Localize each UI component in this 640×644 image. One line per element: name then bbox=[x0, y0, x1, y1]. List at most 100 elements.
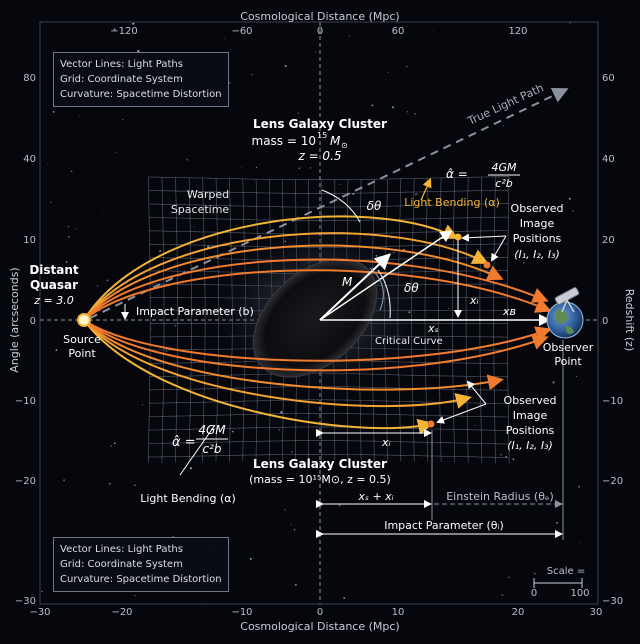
left-tick: −30 bbox=[15, 596, 36, 607]
star bbox=[251, 73, 253, 76]
star bbox=[132, 22, 135, 25]
bottom-tick: 30 bbox=[590, 607, 603, 618]
star bbox=[512, 458, 515, 460]
true-light-path-line bbox=[89, 87, 569, 319]
left-tick: 10 bbox=[23, 235, 36, 246]
star bbox=[284, 509, 286, 511]
light-path-4 bbox=[83, 258, 549, 321]
left-tick: 80 bbox=[23, 73, 36, 84]
observed-bottom-3: Positions bbox=[506, 424, 555, 437]
light-path-5 bbox=[83, 269, 552, 321]
star bbox=[228, 82, 231, 84]
observed-top-3: Positions bbox=[513, 232, 562, 245]
star bbox=[290, 524, 292, 526]
bottom-tick: −10 bbox=[231, 607, 252, 618]
right-tick: 40 bbox=[602, 154, 615, 165]
star bbox=[224, 37, 225, 39]
star bbox=[577, 485, 581, 488]
star bbox=[500, 453, 502, 456]
top-axis-title: Cosmological Distance (Mpc) bbox=[240, 10, 399, 23]
star bbox=[134, 594, 136, 597]
star bbox=[159, 250, 161, 252]
xs-plus-xi: xₛ + xᵢ bbox=[357, 490, 393, 503]
impact-param-bottom: Impact Parameter (θᵢ) bbox=[384, 519, 504, 532]
source-point bbox=[77, 313, 91, 327]
left-tick: 40 bbox=[23, 154, 36, 165]
legend-top-line-1: Vector Lines: Light Paths bbox=[60, 59, 183, 70]
scale-0: 0 bbox=[531, 588, 537, 599]
star bbox=[579, 541, 581, 543]
star bbox=[404, 26, 406, 27]
grid-line bbox=[148, 176, 151, 463]
star bbox=[294, 583, 297, 586]
lens-mass-unit: M bbox=[330, 134, 341, 148]
xi-label-bottom: xᵢ bbox=[381, 436, 391, 449]
lens-title-bottom: Lens Galaxy Cluster bbox=[253, 457, 387, 471]
star bbox=[143, 198, 145, 200]
top-tick: 60 bbox=[392, 26, 405, 37]
legend-bottom-line-3: Curvature: Spacetime Distortion bbox=[60, 574, 222, 585]
star bbox=[41, 590, 43, 593]
bottom-axis-title: Cosmological Distance (Mpc) bbox=[240, 620, 399, 633]
alpha-hat-top: α̂ = bbox=[446, 167, 468, 181]
bottom-tick: −20 bbox=[111, 607, 132, 618]
star bbox=[256, 166, 258, 168]
observed-bottom-2: Image bbox=[513, 409, 548, 422]
right-tick: 60 bbox=[602, 73, 615, 84]
star bbox=[343, 597, 346, 599]
grid-line bbox=[175, 177, 179, 463]
m-label: M bbox=[342, 275, 353, 289]
top-tick: −120 bbox=[110, 26, 137, 37]
star bbox=[278, 428, 281, 431]
lens-galaxy bbox=[252, 258, 378, 378]
right-tick: −30 bbox=[602, 596, 623, 607]
formula-den-bottom: c²b bbox=[202, 442, 221, 456]
star bbox=[556, 521, 559, 524]
star bbox=[391, 106, 395, 109]
star bbox=[265, 151, 267, 153]
xs-label: xₛ bbox=[427, 322, 439, 335]
star bbox=[75, 228, 77, 230]
left-tick: −10 bbox=[15, 396, 36, 407]
top-tick: 0 bbox=[317, 26, 323, 37]
star bbox=[338, 504, 341, 507]
star bbox=[408, 527, 409, 529]
star bbox=[106, 279, 109, 282]
star bbox=[536, 412, 538, 414]
star bbox=[47, 164, 48, 166]
einstein-radius: Einstein Radius (θₑ) bbox=[446, 490, 554, 503]
lens-mass-prefix: mass = 10 bbox=[252, 134, 317, 148]
star bbox=[151, 328, 153, 330]
formula-den-top: c²b bbox=[495, 177, 512, 190]
light-path-6 bbox=[83, 319, 434, 435]
star bbox=[108, 482, 111, 485]
star bbox=[67, 226, 69, 228]
bottom-tick: 20 bbox=[512, 607, 525, 618]
legend-bottom-line-1: Vector Lines: Light Paths bbox=[60, 544, 183, 555]
star bbox=[99, 310, 101, 312]
lens-mass-exp: 15 bbox=[317, 131, 327, 140]
star bbox=[344, 213, 346, 215]
star bbox=[321, 462, 323, 465]
warped-label-1: Warped bbox=[187, 188, 229, 201]
light-path-2 bbox=[83, 232, 489, 321]
right-tick: 0 bbox=[602, 316, 608, 327]
light-bending-bottom: Light Bending (α) bbox=[140, 492, 236, 505]
light-path-7 bbox=[83, 319, 472, 409]
star bbox=[137, 50, 140, 53]
star bbox=[535, 222, 537, 223]
star bbox=[96, 284, 99, 287]
star bbox=[298, 167, 301, 170]
lens-mass-bottom: (mass = 10¹⁵M⊙, z = 0.5) bbox=[249, 473, 391, 486]
xi-label-mid: xᵢ bbox=[469, 294, 479, 307]
star bbox=[52, 111, 55, 113]
star bbox=[415, 193, 418, 196]
star bbox=[297, 112, 299, 114]
star bbox=[172, 535, 174, 538]
light-path-3 bbox=[83, 244, 504, 321]
right-tick: −10 bbox=[602, 396, 623, 407]
image-point-3 bbox=[427, 420, 435, 428]
observed-bottom-4: (I₁, I₂, I₃) bbox=[507, 439, 553, 452]
distant-label: Distant bbox=[29, 263, 79, 277]
